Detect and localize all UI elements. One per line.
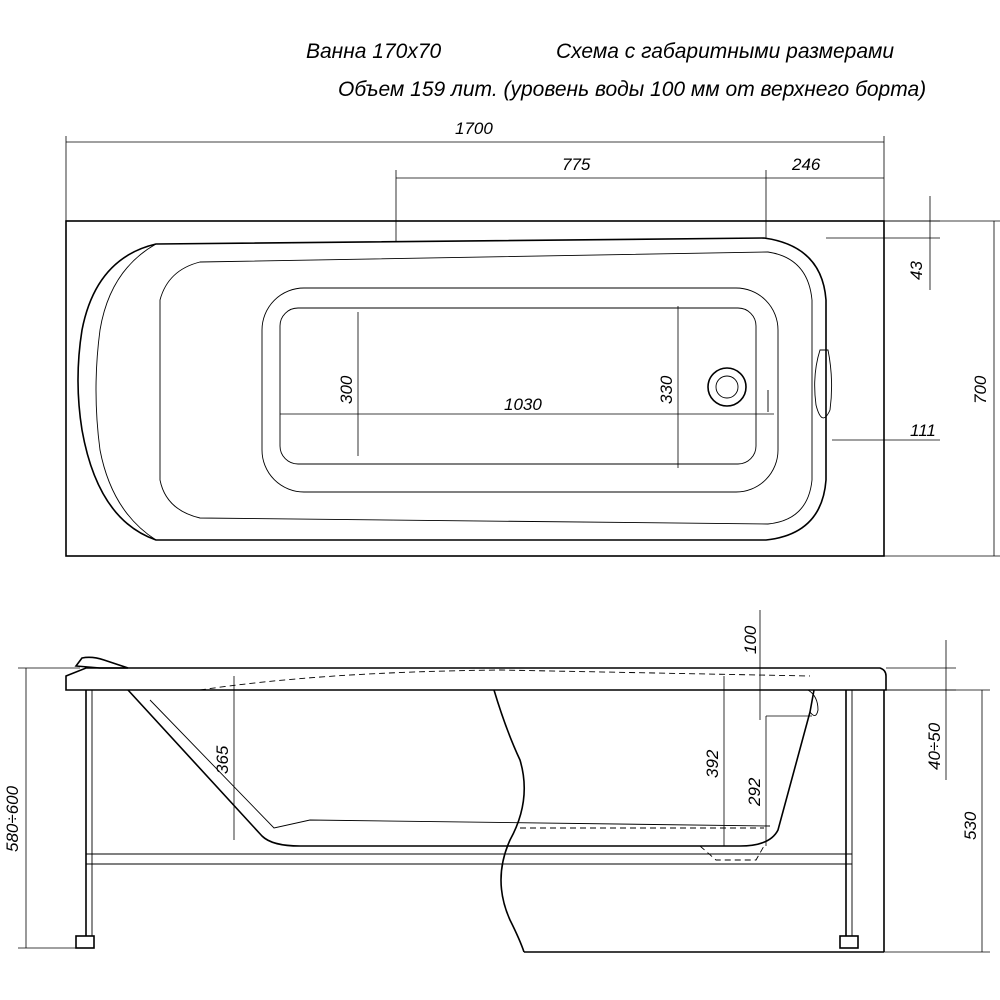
tub-inner-edge — [77, 237, 827, 541]
dim-111: 111 — [910, 421, 936, 440]
volume-note: Объем 159 лит. (уровень воды 100 мм от в… — [338, 78, 927, 101]
top-dimensions: 1700 775 246 43 700 111 300 330 1030 — [65, 119, 1000, 557]
tub-floor-outer — [261, 287, 779, 493]
tub-floor-inner — [279, 307, 757, 465]
tub-body-profile — [127, 689, 815, 847]
overflow-side — [807, 689, 819, 716]
dim-40-50: 40÷50 — [925, 722, 944, 770]
drain-hidden — [520, 827, 765, 861]
dim-580-600: 580÷600 — [3, 785, 22, 852]
tub-outer-rim — [65, 220, 885, 557]
foot-right — [839, 935, 859, 949]
dim-365: 365 — [213, 745, 232, 774]
side-view — [65, 656, 887, 953]
dim-43: 43 — [907, 261, 926, 280]
water-line — [199, 669, 811, 691]
break-line — [493, 689, 525, 953]
rim-side — [65, 667, 887, 691]
headrest-side — [74, 656, 129, 669]
overflow-outlet — [814, 349, 833, 419]
foot-left — [75, 935, 95, 949]
dim-330: 330 — [657, 375, 676, 404]
dim-292: 292 — [745, 777, 764, 807]
dim-300: 300 — [337, 375, 356, 404]
dim-246: 246 — [791, 155, 821, 174]
dim-775: 775 — [562, 155, 591, 174]
tub-body-inner — [149, 699, 771, 829]
dim-392: 392 — [703, 749, 722, 778]
backrest-slope — [159, 251, 813, 525]
dim-700: 700 — [971, 375, 990, 404]
dim-100: 100 — [741, 625, 760, 654]
dim-1030: 1030 — [504, 395, 542, 414]
dim-1700: 1700 — [455, 119, 493, 138]
drain-outer — [707, 367, 747, 407]
dim-530: 530 — [961, 811, 980, 840]
model-title: Ванна 170х70 — [306, 40, 442, 63]
drain-inner — [715, 375, 739, 399]
top-view — [65, 220, 885, 557]
headrest-curve — [95, 243, 157, 541]
scheme-title: Схема с габаритными размерами — [556, 40, 895, 63]
side-dimensions: 100 580÷600 365 392 292 40÷50 530 — [3, 610, 990, 953]
